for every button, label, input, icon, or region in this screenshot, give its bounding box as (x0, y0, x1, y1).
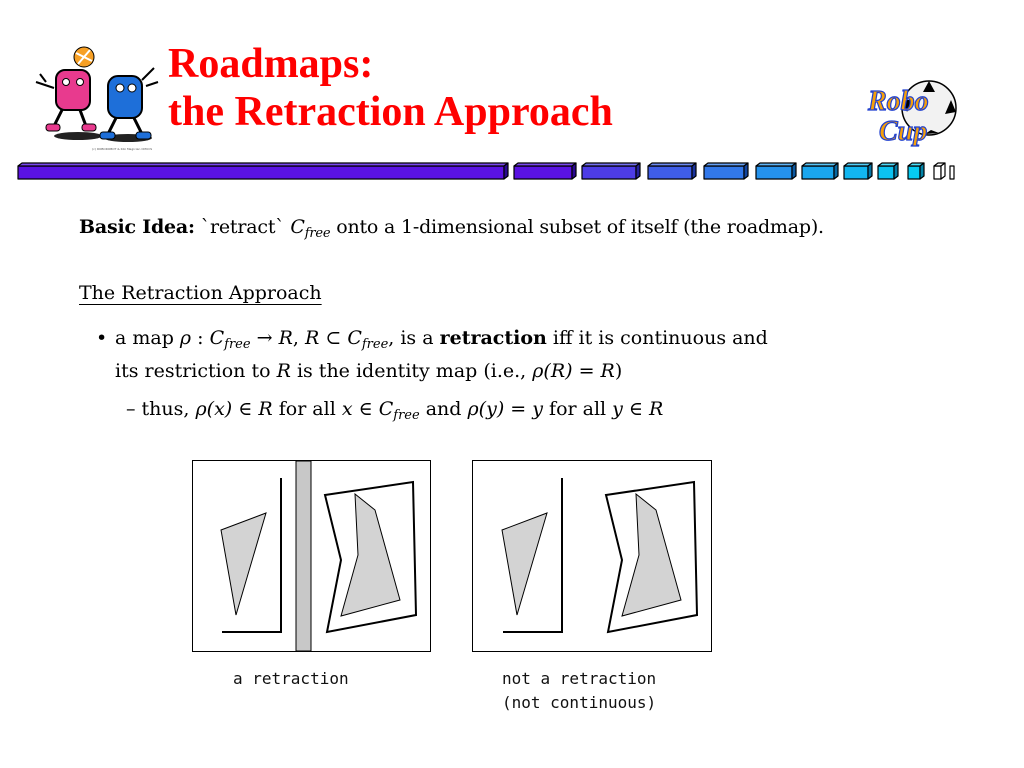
figure-2-left-wall (503, 478, 563, 633)
figure-1-outer-boundary (323, 480, 418, 634)
sub-formula-4: y ∈ R (612, 398, 664, 420)
caption-2-line-2: (not continuous) (502, 693, 657, 712)
retraction-definition-bullet: • a map ρ : Cfree → R, R ⊂ Cfree, is a r… (96, 323, 816, 387)
bullet-text-iff: iff it is continuous and (552, 327, 768, 349)
section-heading: The Retraction Approach (79, 282, 322, 304)
caption-1-line: a retraction (233, 669, 349, 688)
sub-text-and: and (425, 398, 462, 420)
basic-idea-lead: Basic Idea: (79, 216, 195, 238)
bullet-dot-icon: • (96, 327, 108, 349)
bullet-r-3: R (276, 360, 291, 382)
bullet-rho: ρ (179, 327, 192, 349)
caption-retraction: a retraction (233, 667, 349, 691)
figure-2-inner-obstacle (621, 492, 682, 617)
bullet-arrow: → (256, 327, 273, 349)
header-gradient-bars (17, 162, 955, 180)
bullet-text-identity: is the identity map (i.e., (296, 360, 527, 382)
basic-idea-retract: `retract` (200, 216, 285, 238)
robot-mascots-logo (35, 46, 159, 142)
mascot-copyright: (c) ROBOROBOT & Kiki Magician CMUCS (92, 147, 153, 151)
sub-text-for-all-1: for all (278, 398, 336, 420)
bullet-text-a-map: a map (115, 327, 174, 349)
basic-idea-rest: onto a 1-dimensional subset of itself (t… (336, 216, 824, 238)
bullet-text-is-a: , is a (388, 327, 434, 349)
figure-2-outer-boundary (604, 480, 699, 634)
retraction-figure (192, 460, 431, 652)
robocup-logo-text-cup: Cup (879, 116, 927, 147)
figure-2-triangle-obstacle (501, 512, 548, 616)
basic-idea-text: Basic Idea: `retract` Cfree onto a 1-dim… (79, 216, 824, 241)
not-retraction-figure (472, 460, 712, 652)
bullet-c-symbol-2: C (347, 327, 362, 349)
figure-1-triangle-obstacle (220, 512, 267, 616)
bullet-subset: ⊂ (325, 327, 342, 349)
bullet-colon: : (197, 327, 204, 349)
bullet-close-paren: ) (614, 360, 623, 382)
bullet-r-1: R (278, 327, 293, 349)
caption-2-line-1: not a retraction (502, 669, 657, 688)
figure-1-roadmap-strip (295, 460, 312, 652)
bullet-text-restriction: its restriction to (115, 360, 271, 382)
sub-formula-3: ρ(y) = y (467, 398, 543, 420)
bullet-c-subscript-2: free (361, 337, 389, 352)
figure-1-left-wall (222, 478, 282, 633)
bullet-c-symbol-1: C (209, 327, 225, 349)
sub-formula-2: x ∈ (341, 398, 373, 420)
bullet-retraction-term: retraction (439, 327, 547, 349)
robocup-logo: Robo Cup (866, 80, 957, 148)
bullet-r-2: R (304, 327, 320, 349)
sub-text-for-all-2: for all (549, 398, 607, 420)
sub-formula-1: ρ(x) ∈ R (195, 398, 273, 420)
figure-1-inner-obstacle (340, 492, 401, 617)
bullet-line-2: its restriction to R is the identity map… (96, 356, 816, 387)
sub-c-symbol: C (378, 398, 394, 420)
sub-c-subscript: free (393, 408, 420, 423)
caption-not-retraction: not a retraction (not continuous) (502, 667, 656, 715)
title-line-1: Roadmaps: (168, 41, 374, 87)
bullet-identity-formula: ρ(R) = R (532, 360, 615, 382)
slide-title: Roadmaps: the Retraction Approach (168, 40, 613, 136)
sub-bullet-thus: – thus, ρ(x) ∈ R for all x ∈ Cfree and ρ… (126, 398, 664, 423)
sub-text-thus: – thus, (126, 398, 190, 420)
title-line-2: the Retraction Approach (168, 89, 613, 135)
bullet-c-subscript-1: free (224, 337, 251, 352)
bullet-line-1: a map ρ : Cfree → R, R ⊂ Cfree, is a ret… (96, 323, 816, 356)
basic-idea-c-symbol: C (290, 216, 305, 238)
robocup-logo-text-robo: Robo (867, 86, 929, 117)
basic-idea-c-subscript: free (304, 226, 331, 241)
bullet-comma: , (292, 327, 299, 349)
